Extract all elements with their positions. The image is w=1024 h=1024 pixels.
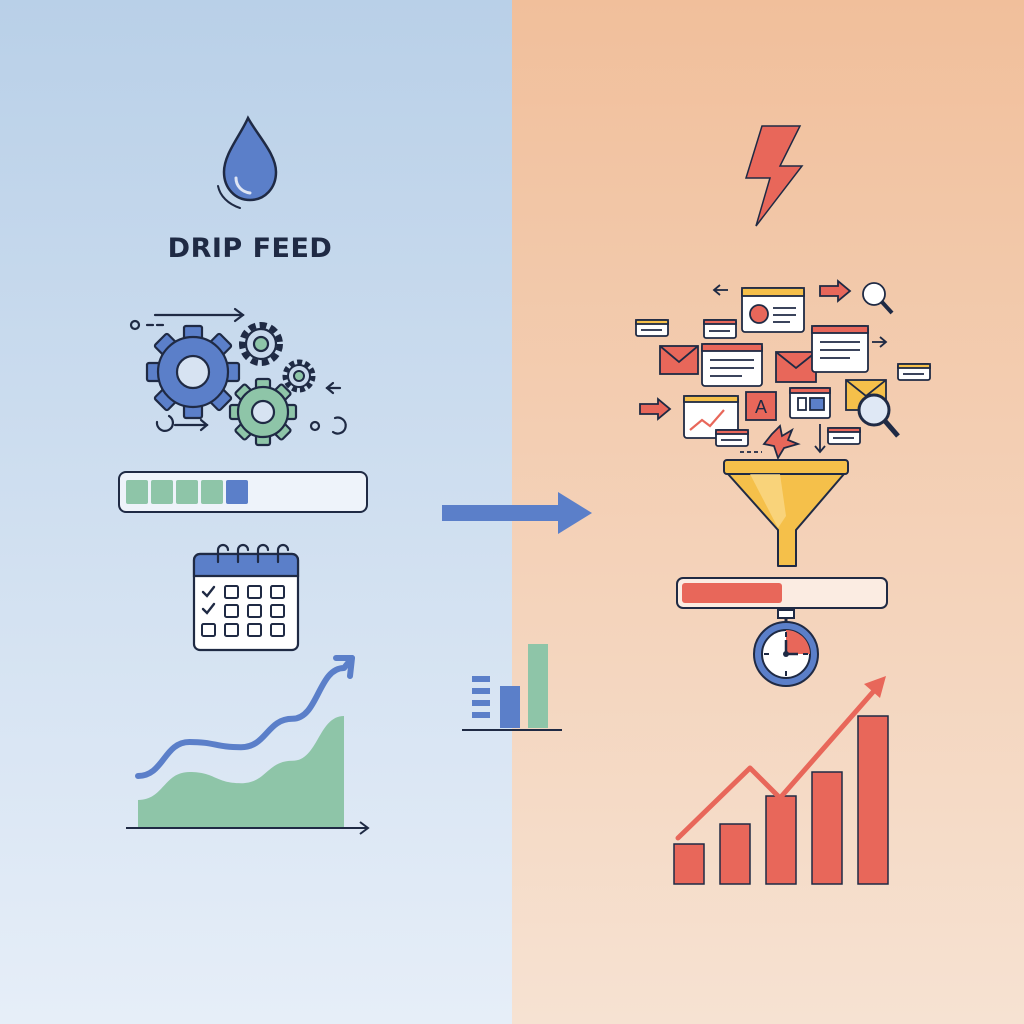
calendar-cell [270, 585, 285, 599]
lightning-bolt-icon [744, 125, 804, 227]
browser-window-icon [741, 287, 805, 333]
calendar-cell [201, 623, 216, 637]
mini-bar [500, 686, 520, 728]
mini-bar [528, 644, 548, 728]
calendar-cell [247, 604, 262, 618]
calendar-cell [270, 623, 285, 637]
calendar-cell [224, 585, 239, 599]
progress-segment [201, 480, 223, 504]
progress-segment [176, 480, 198, 504]
growth-bar [765, 795, 797, 885]
funnel-icon [723, 459, 849, 567]
calendar-cell [270, 604, 285, 618]
burst-progress-bar [676, 577, 888, 609]
funnel-letter: A [755, 397, 767, 417]
growth-area-chart [126, 655, 370, 835]
water-drop-icon [217, 115, 278, 209]
drip-feed-title: DRIP FEED [167, 233, 333, 264]
calendar-cell [224, 623, 239, 637]
growth-bar [719, 823, 751, 885]
growth-bar-chart [673, 676, 889, 885]
calendar-cell [224, 604, 239, 618]
stopwatch-icon [753, 609, 819, 687]
right-arrow-icon [442, 492, 592, 534]
progress-segment [151, 480, 173, 504]
gears-icon [129, 307, 347, 447]
growth-bar [811, 771, 843, 885]
content-cluster: A [635, 279, 931, 461]
progress-bar [118, 471, 368, 513]
calendar-cell [247, 623, 262, 637]
growth-bar [857, 715, 889, 885]
calendar-cell [247, 585, 262, 599]
mini-bar-chart-icon [462, 644, 562, 731]
progress-segment [226, 480, 248, 504]
growth-bar [673, 843, 705, 885]
progress-segment [126, 480, 148, 504]
calendar-icon [192, 543, 300, 652]
